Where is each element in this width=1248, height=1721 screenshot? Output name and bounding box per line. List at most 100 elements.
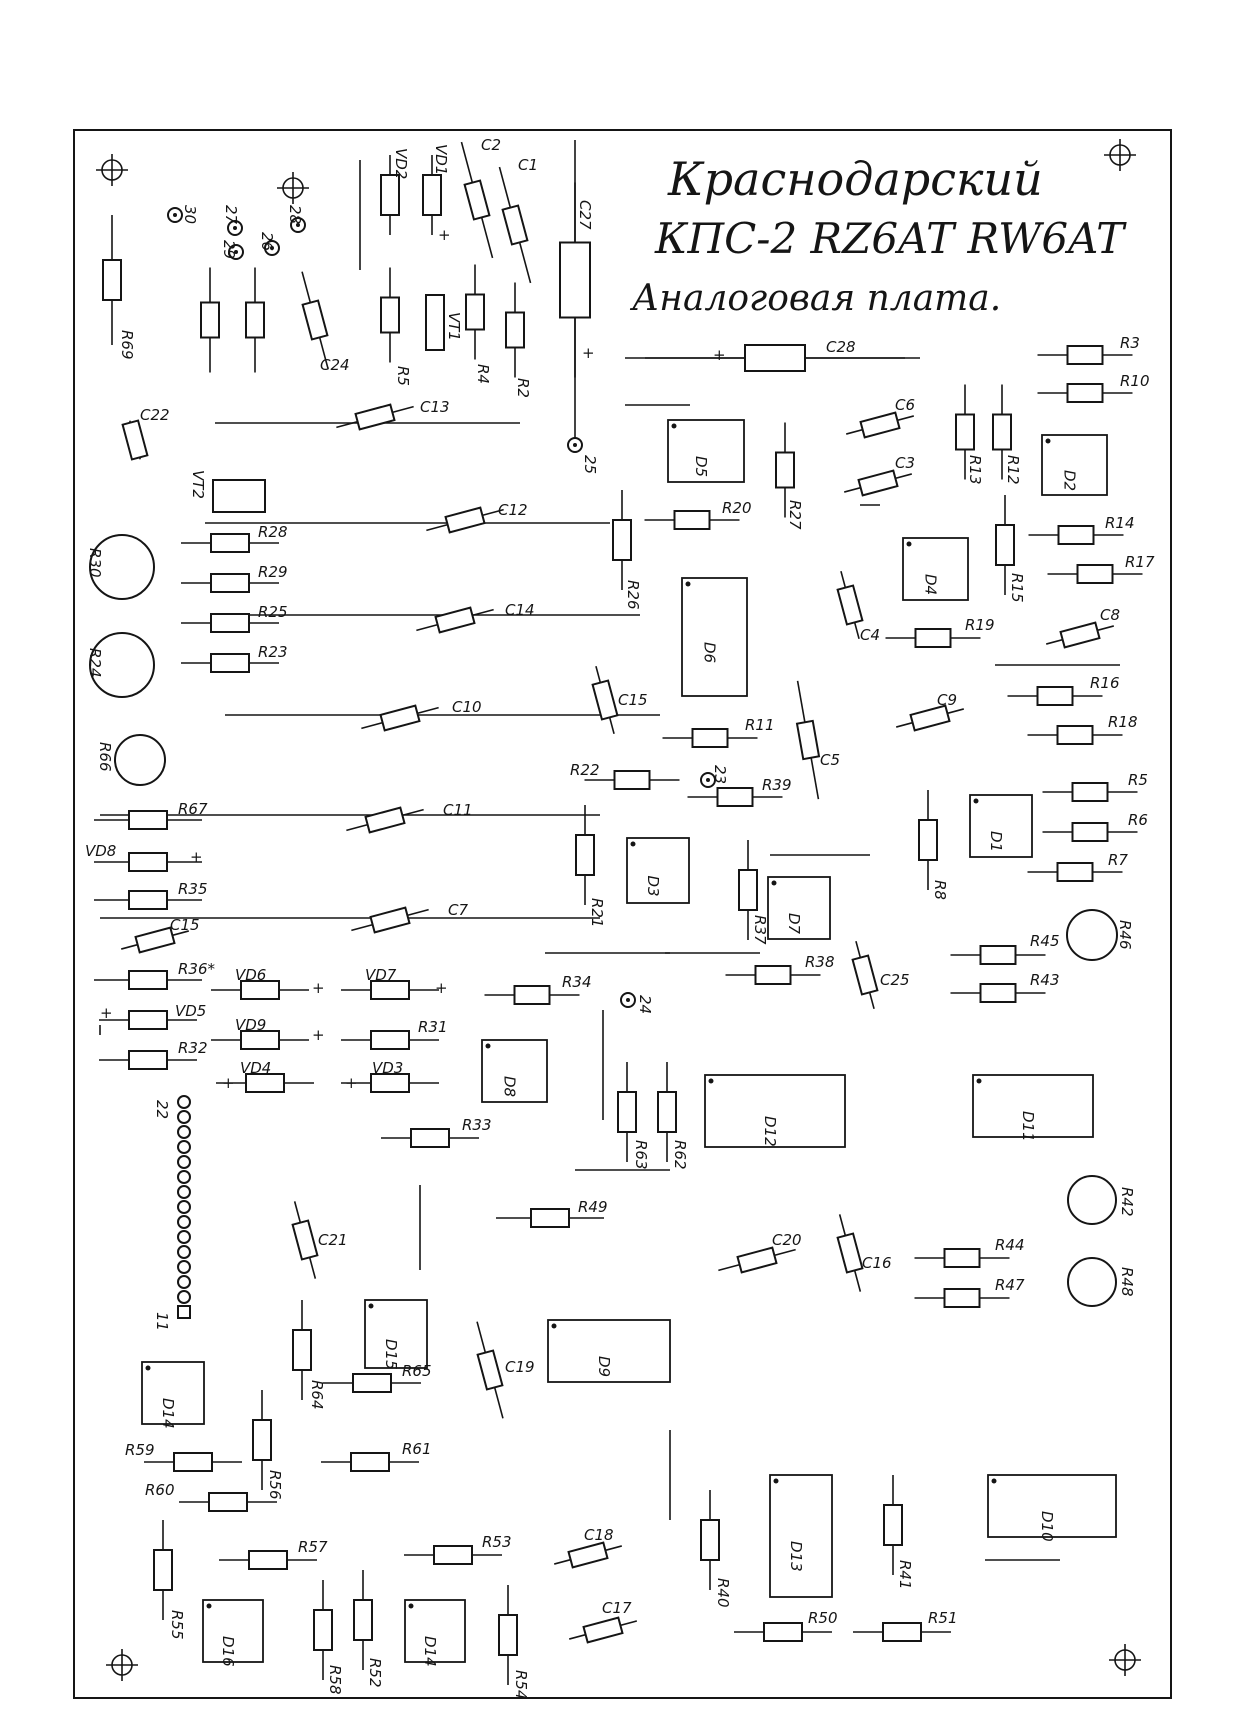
resistor-r38-label: R38 — [805, 953, 835, 971]
capacitor-c1 — [498, 166, 532, 284]
resistor-r26 — [612, 490, 632, 590]
resistor-r61-label: R61 — [402, 1440, 432, 1458]
diode-vd9-label: VD9 — [235, 1016, 266, 1034]
resistor-r8-label: R8 — [931, 880, 949, 900]
resistor-r49-label: R49 — [578, 1198, 608, 1216]
capacitor-c22 — [121, 419, 149, 461]
capacitor-c20-label: C20 — [772, 1231, 802, 1249]
capacitor-c6 — [845, 411, 915, 439]
resistor-r50-label: R50 — [808, 1609, 838, 1627]
trimmer-r46 — [1066, 909, 1118, 961]
mounting-hole-icon — [277, 172, 309, 204]
capacitor-c9 — [895, 704, 965, 732]
capacitor-c14 — [416, 606, 494, 634]
pad-25 — [567, 437, 583, 453]
resistor-r63 — [617, 1062, 637, 1162]
resistor-r29 — [181, 573, 279, 593]
resistor-r44 — [914, 1248, 1010, 1268]
polarity-mark: + — [435, 979, 448, 997]
resistor-r37 — [738, 840, 758, 940]
capacitor-c12 — [426, 506, 504, 534]
pad-30 — [264, 240, 280, 256]
pad-29 — [167, 207, 183, 223]
pad-28-label: 28 — [286, 205, 304, 224]
resistor-r54 — [498, 1585, 518, 1685]
chip-d11-label: D11 — [1019, 1111, 1037, 1142]
diode-vd4-label: VD4 — [240, 1059, 271, 1077]
chip-d16 — [202, 1599, 264, 1663]
capacitor-c7 — [351, 906, 429, 934]
resistor-r27-label: R27 — [786, 500, 804, 530]
pad-26 — [228, 244, 244, 260]
capacitor-c28-label: C28 — [826, 338, 856, 356]
chip-d1-label: D1 — [987, 831, 1005, 852]
chip-d1 — [969, 794, 1033, 858]
capacitor-c18 — [553, 1541, 623, 1569]
capacitor-c15b-label: C15 — [170, 916, 200, 934]
resistor-r59 — [144, 1452, 242, 1472]
resistor-r69 — [102, 215, 122, 345]
connector-pin — [177, 1185, 191, 1199]
connector-pin — [177, 1125, 191, 1139]
resistor-r20 — [644, 510, 740, 530]
connector-first-pin-label: 22 — [153, 1100, 171, 1119]
resistor-r29-label: R29 — [258, 563, 288, 581]
resistor-r27 — [775, 422, 795, 518]
connector-pin — [177, 1245, 191, 1259]
resistor-r4 — [465, 264, 485, 360]
board-outline — [73, 129, 1172, 1699]
capacitor-c16 — [836, 1214, 864, 1292]
connector-pin — [177, 1230, 191, 1244]
resistor-r14-label: R14 — [1105, 514, 1135, 532]
capacitor-c2 — [460, 141, 494, 259]
resistor-r34-label: R34 — [562, 973, 592, 991]
chip-d14a — [141, 1361, 205, 1425]
chip-d2 — [1041, 434, 1108, 496]
resistor-r44-label: R44 — [995, 1236, 1025, 1254]
pad-29-label: 30 — [181, 205, 199, 224]
resistor-r67-label: R67 — [178, 800, 208, 818]
resistor-r12 — [992, 384, 1012, 480]
polarity-mark: + — [345, 1074, 358, 1092]
resistor-r58 — [313, 1580, 333, 1680]
chip-d5-label: D5 — [692, 456, 710, 477]
resistor-unlabeled-1 — [200, 267, 220, 373]
resistor-r45 — [950, 945, 1046, 965]
resistor-r15-label: R15 — [1008, 573, 1026, 603]
polarity-mark: + — [312, 1026, 325, 1044]
resistor-r12-label: R12 — [1004, 455, 1022, 485]
trimmer-r24 — [89, 632, 155, 698]
connector-pin — [177, 1290, 191, 1304]
connector-pin — [177, 1260, 191, 1274]
resistor-r37-label: R37 — [751, 915, 769, 945]
resistor-r54-label: R54 — [512, 1670, 530, 1700]
resistor-r11-label: R11 — [745, 716, 775, 734]
diode-vd6-label: VD6 — [235, 966, 266, 984]
connector-pin — [177, 1095, 191, 1109]
trimmer-r66 — [114, 734, 166, 786]
connector-pin — [177, 1170, 191, 1184]
polarity-mark: + — [582, 344, 595, 362]
resistor-r3 — [1037, 345, 1133, 365]
capacitor-c22-label: C22 — [140, 406, 170, 424]
resistor-r51 — [853, 1622, 951, 1642]
resistor-r53-label: R53 — [482, 1533, 512, 1551]
connector-pin — [177, 1200, 191, 1214]
resistor-r40 — [700, 1490, 720, 1590]
resistor-r26-label: R26 — [624, 580, 642, 610]
polarity-mark: + — [100, 1004, 113, 1022]
polarity-mark: + — [312, 979, 325, 997]
connector-pin-square — [177, 1305, 191, 1319]
resistor-r36 — [94, 970, 202, 990]
resistor-r18 — [1027, 725, 1123, 745]
connector-pin — [177, 1275, 191, 1289]
resistor-r38 — [725, 965, 821, 985]
trimmer-r42 — [1067, 1175, 1117, 1225]
chip-d4-label: D4 — [922, 574, 940, 595]
chip-d2-label: D2 — [1061, 470, 1079, 491]
pad-24-label: 24 — [636, 995, 654, 1014]
capacitor-c11-label: C11 — [443, 801, 473, 819]
resistor-r40-label: R40 — [714, 1578, 732, 1608]
resistor-r8 — [918, 790, 938, 890]
connector-pin — [177, 1140, 191, 1154]
